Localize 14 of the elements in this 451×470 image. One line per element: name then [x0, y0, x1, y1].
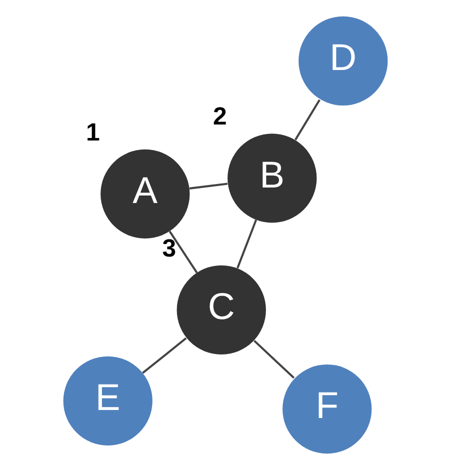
connector: [142, 337, 187, 374]
connector: [294, 99, 320, 140]
node-circle: D: [298, 16, 388, 106]
node-circle: A: [100, 149, 190, 239]
node-circle: B: [228, 134, 317, 223]
connector: [236, 220, 258, 268]
node-label: 2: [213, 102, 227, 131]
connector: [168, 230, 198, 274]
connector: [189, 182, 228, 190]
node-label: 1: [86, 118, 100, 146]
node-circle: F: [282, 364, 372, 454]
connector: [254, 340, 295, 379]
node-circle: C: [176, 265, 266, 355]
node-circle: E: [63, 356, 152, 446]
